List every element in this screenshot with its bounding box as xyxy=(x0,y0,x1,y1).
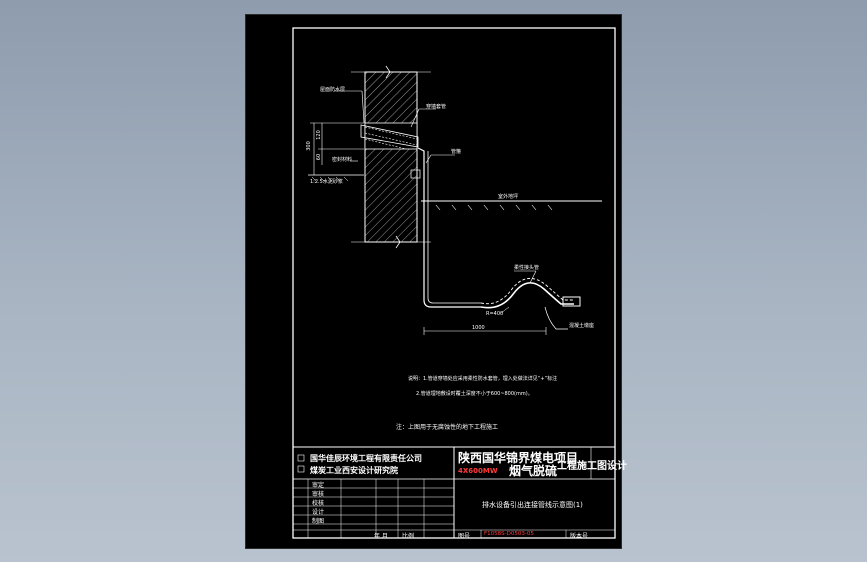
role-design: 设计 xyxy=(312,509,325,516)
project-name: 陕西国华锦界煤电项目 xyxy=(458,451,579,465)
note-line-2: 2.管道埋地敷设时覆土深度不小于600~800(mm)。 xyxy=(416,391,533,397)
note-line-3: 注：上图用于无腐蚀性的地下工程施工 xyxy=(396,424,499,431)
dim-60: 60 xyxy=(316,153,323,161)
project-phase: 工程施工图设计 xyxy=(557,461,627,472)
company-name-1: 国华佳辰环境工程有限责任公司 xyxy=(310,454,422,463)
label-flexible-pipe: 柔性接头管 xyxy=(514,265,540,271)
label-sealant: 密封材料 xyxy=(332,157,353,163)
project-code: 4X600MW xyxy=(458,467,498,475)
cad-drawing xyxy=(292,27,616,539)
role-draft: 制图 xyxy=(312,518,325,525)
sheet-number-label: 图号 xyxy=(458,533,471,540)
date-label: 年 月 xyxy=(374,533,388,540)
role-check: 校核 xyxy=(312,500,325,507)
note-line-1: 说明：1.管道穿墙处应采用柔性防水套管，埋入处做法详见“+”标注 xyxy=(408,376,558,382)
dim-300: 300 xyxy=(305,141,312,151)
dim-1000: 1000 xyxy=(472,325,485,331)
project-subtitle: 烟气脱硫 xyxy=(509,464,558,478)
label-ground-level: 室外地坪 xyxy=(498,194,519,200)
sheet-number: F1058S-D0503-05 xyxy=(484,531,534,537)
version-label: 版本号 xyxy=(570,533,589,540)
scale-label: 比例 xyxy=(402,533,415,540)
dim-120: 120 xyxy=(315,130,322,140)
wall-section xyxy=(308,65,602,308)
drawing-sheet: 屋面防水层 穿墙套管 管箍 室外地坪 密封材料 1:2.5水泥砂浆 300 12… xyxy=(245,14,627,549)
label-concrete-pier: 混凝土墩座 xyxy=(569,323,595,329)
role-approve: 审定 xyxy=(312,482,325,489)
title-block-lines xyxy=(293,446,615,538)
label-radius: R=400 xyxy=(486,311,504,317)
drawing-title: 排水设备引出连接管线示意图(1) xyxy=(482,501,583,509)
flexible-pipe xyxy=(423,270,581,335)
company-name-2: 煤炭工业西安设计研究院 xyxy=(310,466,398,475)
role-review: 审核 xyxy=(312,491,325,498)
label-mortar: 1:2.5水泥砂浆 xyxy=(310,179,343,185)
label-pipe-clamp: 管箍 xyxy=(451,149,462,155)
label-roof-waterproof: 屋面防水层 xyxy=(320,87,346,93)
label-wall-sleeve: 穿墙套管 xyxy=(426,104,447,110)
